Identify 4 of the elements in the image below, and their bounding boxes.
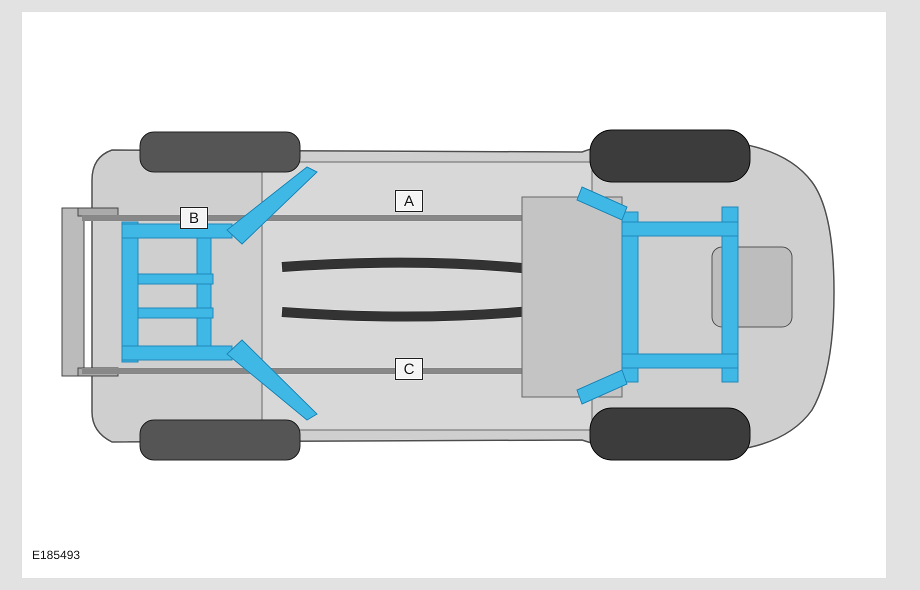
callout-letter: B [180, 207, 208, 229]
callout-letter: A [395, 190, 423, 212]
figure-code: E185493 [32, 548, 80, 562]
callout-letter: C [395, 358, 423, 380]
